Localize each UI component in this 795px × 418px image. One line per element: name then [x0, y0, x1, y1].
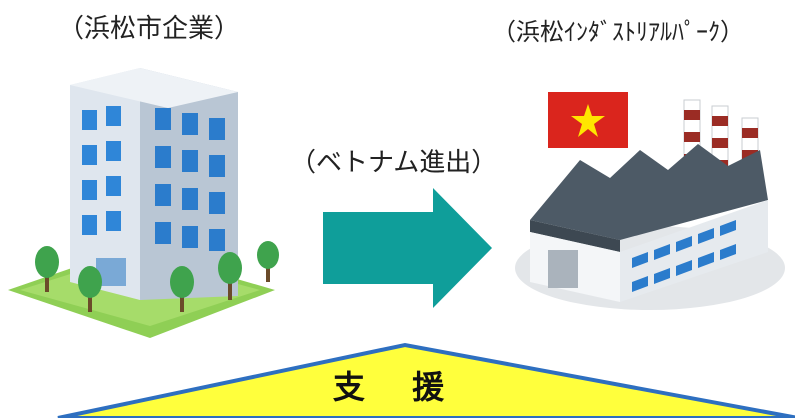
- right-arrow-icon: [323, 188, 492, 308]
- label-vietnam-expansion: （ベトナム進出）: [290, 148, 498, 178]
- office-building-icon: [8, 68, 279, 338]
- label-hamamatsu-industrial-park: （浜松ｲﾝﾀﾞｽﾄﾘｱﾙﾊﾟｰｸ）: [492, 18, 744, 46]
- label-hamamatsu-company: （浜松市企業）: [58, 14, 241, 44]
- factory-icon: [515, 99, 785, 310]
- vietnam-flag-icon: [548, 92, 628, 148]
- support-banner: [57, 342, 795, 418]
- support-label: 支 援: [332, 368, 463, 406]
